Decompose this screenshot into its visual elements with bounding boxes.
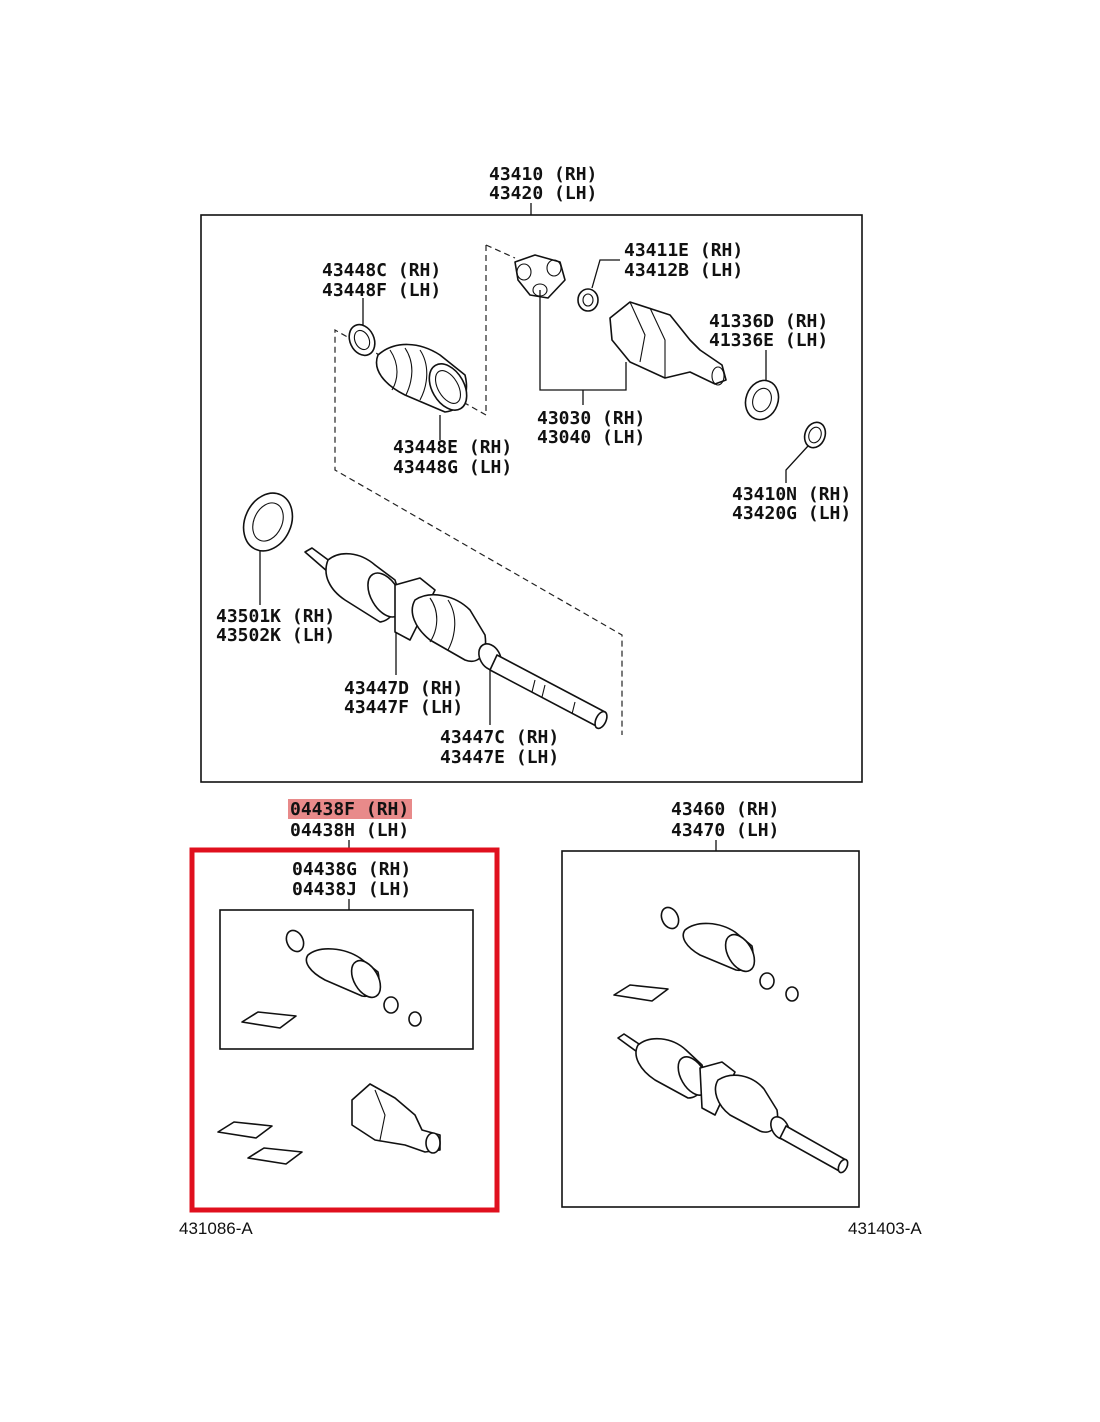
label-43420g-lh: 43420G (LH) xyxy=(732,503,851,524)
drive-shaft-part xyxy=(304,547,608,730)
label-43470-lh: 43470 (LH) xyxy=(671,820,779,841)
label-43420-lh: 43420 (LH) xyxy=(489,183,597,204)
label-43410n-rh: 43410N (RH) xyxy=(732,484,851,505)
label-43448e-rh: 43448E (RH) xyxy=(393,437,512,458)
boot-clamp-small-part xyxy=(348,323,376,357)
label-43448g-lh: 43448G (LH) xyxy=(393,457,512,478)
label-04438g-rh: 04438G (RH) xyxy=(292,859,411,880)
highlight-04438f xyxy=(288,799,412,819)
shaft-assy-frame xyxy=(561,850,860,1208)
label-43412b-lh: 43412B (LH) xyxy=(624,260,743,281)
label-04438h-lh: 04438H (LH) xyxy=(290,820,409,841)
label-41336d-rh: 41336D (RH) xyxy=(709,311,828,332)
label-43447f-lh: 43447F (LH) xyxy=(344,697,463,718)
label-43030-rh: 43030 (RH) xyxy=(537,408,645,429)
inner-kit-frame xyxy=(219,909,474,1050)
label-43447e-lh: 43447E (LH) xyxy=(440,747,559,768)
outer-kit-parts xyxy=(217,1083,441,1165)
label-43448f-lh: 43448F (LH) xyxy=(322,280,441,301)
snap-ring-top-part xyxy=(577,288,599,312)
label-43411e-rh: 43411E (RH) xyxy=(624,240,743,261)
snap-ring-top-leader xyxy=(591,259,620,289)
label-43502k-lh: 43502K (LH) xyxy=(216,625,335,646)
label-43447c-rh: 43447C (RH) xyxy=(440,727,559,748)
label-41336e-lh: 41336E (LH) xyxy=(709,330,828,351)
label-43410-rh: 43410 (RH) xyxy=(489,164,597,185)
snap-ring-leader xyxy=(785,445,809,483)
selected-kit-frame xyxy=(189,847,500,1213)
label-43448c-rh: 43448C (RH) xyxy=(322,260,441,281)
inboard-boot-part xyxy=(375,343,468,413)
shaft-assy-shaft-part xyxy=(617,1033,849,1174)
inner-kit-parts xyxy=(241,929,422,1029)
shaft-assy-boot-parts xyxy=(613,906,799,1002)
label-43040-lh: 43040 (LH) xyxy=(537,427,645,448)
label-43447d-rh: 43447D (RH) xyxy=(344,678,463,699)
tripod-joint-part xyxy=(514,254,566,299)
dashed-group-outline xyxy=(334,245,623,735)
figure-code-right: 431403-A xyxy=(848,1219,922,1238)
figure-code-left: 431086-A xyxy=(179,1219,253,1238)
label-04438f-rh[interactable]: 04438F (RH) xyxy=(290,799,409,820)
label-43460-rh: 43460 (RH) xyxy=(671,799,779,820)
label-43501k-rh: 43501K (RH) xyxy=(216,606,335,627)
label-04438j-lh: 04438J (LH) xyxy=(292,879,411,900)
joint-seal-part xyxy=(744,379,780,421)
inboard-joint-housing-part xyxy=(609,301,727,386)
dust-seal-part xyxy=(242,492,294,552)
snap-ring-part xyxy=(803,421,827,449)
dashed-group-outline-top xyxy=(485,244,516,259)
